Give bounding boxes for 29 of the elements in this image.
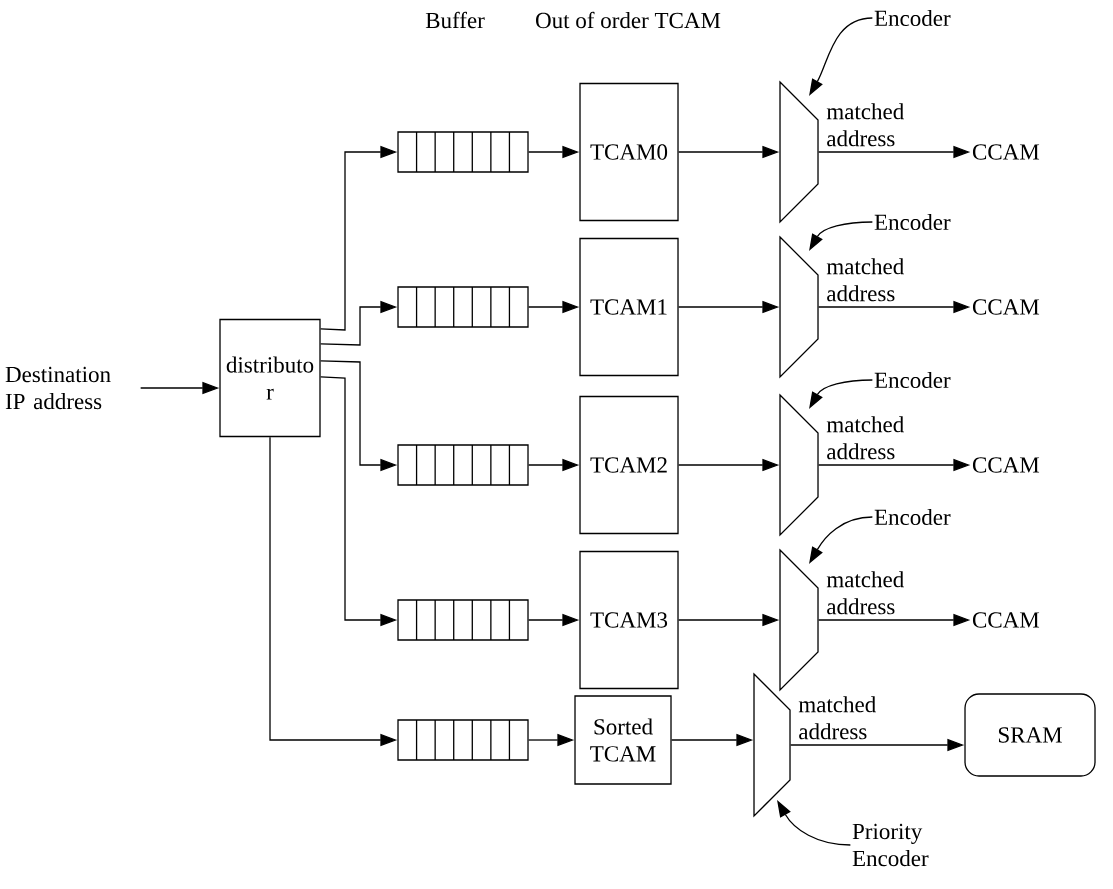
label-text: CCAM — [972, 299, 1040, 315]
process-box: TCAM0 — [579, 82, 679, 222]
edge-label: matched address — [826, 103, 904, 147]
edge-label: matched address — [798, 696, 876, 740]
process-box: TCAM1 — [579, 237, 679, 377]
process-box: Sorted TCAM — [574, 695, 672, 785]
label-text: Priority Encoder — [852, 823, 929, 867]
label-text: Destination IP address — [5, 366, 111, 410]
memory-box: SRAM — [964, 693, 1096, 777]
label-text: Encoder — [874, 213, 951, 231]
buffer-queue — [397, 444, 529, 486]
label-text: CCAM — [972, 144, 1040, 160]
process-box: TCAM2 — [579, 395, 679, 535]
label-text: Encoder — [874, 9, 951, 27]
edge-label: matched address — [826, 258, 904, 302]
process-box: TCAM3 — [579, 550, 679, 690]
process-box: distributo r — [219, 318, 321, 438]
buffer-queue — [397, 286, 529, 328]
column-heading: Buffer — [425, 11, 485, 29]
edge-label: matched address — [826, 571, 904, 615]
label-text: CCAM — [972, 457, 1040, 473]
buffer-queue — [397, 719, 529, 761]
buffer-queue — [397, 131, 529, 173]
label-text: Encoder — [874, 371, 951, 389]
buffer-queue — [397, 599, 529, 641]
label-text: Encoder — [874, 508, 951, 526]
column-heading: Out of order TCAM — [536, 11, 721, 29]
label-text: CCAM — [972, 612, 1040, 628]
edge-label: matched address — [826, 416, 904, 460]
